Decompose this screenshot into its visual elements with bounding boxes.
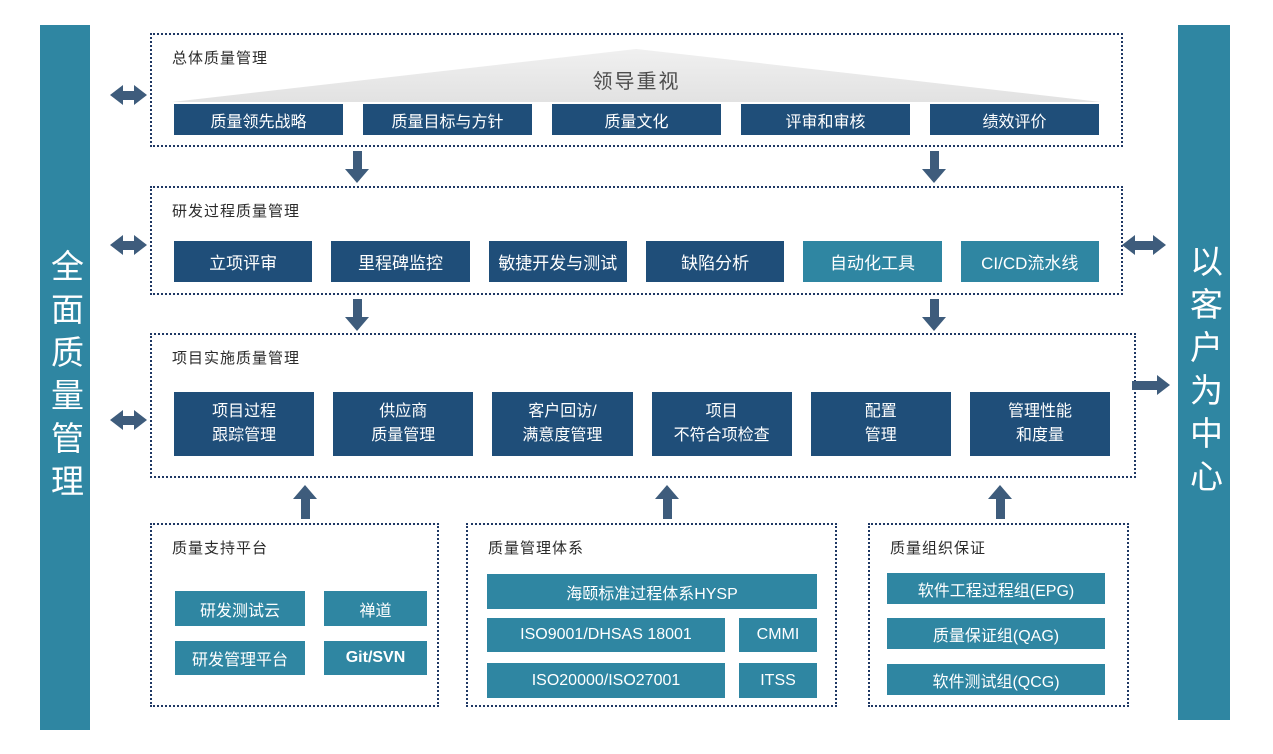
section-quality-org-guarantee: 质量组织保证 软件工程过程组(EPG) 质量保证组(QAG) 软件测试组(QCG… [868, 523, 1129, 707]
chip-line: 不符合项检查 [673, 427, 770, 444]
chip-cmmi: CMMI [739, 618, 817, 652]
chip-quality-goals: 质量目标与方针 [363, 104, 532, 135]
chip-line: 项目过程 [212, 403, 277, 420]
section-title: 质量组织保证 [890, 540, 987, 557]
chip-cicd-pipeline: CI/CD流水线 [960, 241, 1099, 282]
chip-supplier-quality: 供应商 质量管理 [333, 392, 474, 456]
section-title: 质量管理体系 [488, 540, 585, 557]
up-arrow-icon [655, 485, 679, 519]
chip-agile-dev-test: 敏捷开发与测试 [488, 241, 627, 282]
chip-rd-mgmt-platform: 研发管理平台 [175, 641, 305, 675]
section-title: 总体质量管理 [172, 50, 269, 67]
chip-project-approval-review: 立项评审 [174, 241, 313, 282]
chip-line: 客户回访/ [528, 403, 597, 420]
chip-automation-tools: 自动化工具 [803, 241, 942, 282]
chip-line: 供应商 [379, 403, 428, 420]
chip-performance-eval: 绩效评价 [930, 104, 1099, 135]
chip-line: 管理性能 [1007, 403, 1072, 420]
section-overall-quality: 总体质量管理 领导重视 质量领先战略 质量目标与方针 质量文化 评审和审核 绩效… [150, 33, 1123, 147]
left-banner-total-quality: 全面质量管理 [40, 25, 90, 730]
chip-line: 满意度管理 [522, 427, 603, 444]
down-arrow-icon [345, 151, 369, 183]
chip-rd-test-cloud: 研发测试云 [175, 591, 305, 626]
chip-iso20000: ISO20000/ISO27001 [487, 663, 725, 698]
chip-line: 配置 [864, 403, 897, 420]
chip-line: 和度量 [1015, 427, 1064, 444]
chip-line: 项目 [705, 403, 738, 420]
chip-zentao: 禅道 [324, 591, 427, 626]
overall-items-row: 质量领先战略 质量目标与方针 质量文化 评审和审核 绩效评价 [174, 104, 1099, 135]
bidirectional-arrow-icon [1122, 235, 1166, 255]
up-arrow-icon [293, 485, 317, 519]
chip-customer-return-visit: 客户回访/ 满意度管理 [492, 392, 633, 456]
chip-milestone-monitoring: 里程碑监控 [331, 241, 470, 282]
leadership-label: 领导重视 [592, 71, 681, 93]
chip-iso9001: ISO9001/DHSAS 18001 [487, 618, 725, 652]
up-arrow-icon [988, 485, 1012, 519]
chip-qag-group: 质量保证组(QAG) [887, 618, 1105, 649]
rd-items-row: 立项评审 里程碑监控 敏捷开发与测试 缺陷分析 自动化工具 CI/CD流水线 [174, 241, 1099, 282]
right-banner-label: 以客户为中心 [1185, 243, 1223, 502]
chip-defect-analysis: 缺陷分析 [645, 241, 785, 282]
down-arrow-icon [922, 151, 946, 183]
section-quality-mgmt-system: 质量管理体系 海颐标准过程体系HYSP ISO9001/DHSAS 18001 … [466, 523, 837, 707]
right-banner-customer-centric: 以客户为中心 [1178, 25, 1230, 720]
left-banner-label: 全面质量管理 [46, 248, 84, 507]
chip-epg-group: 软件工程过程组(EPG) [887, 573, 1105, 604]
bidirectional-arrow-icon [110, 85, 147, 105]
section-rd-process-quality: 研发过程质量管理 立项评审 里程碑监控 敏捷开发与测试 缺陷分析 自动化工具 C… [150, 186, 1123, 295]
down-arrow-icon [345, 299, 369, 331]
chip-git-svn: Git/SVN [324, 641, 427, 675]
chip-line: 质量管理 [371, 427, 436, 444]
bidirectional-arrow-icon [110, 410, 147, 430]
bidirectional-arrow-icon [110, 235, 147, 255]
chip-configuration-mgmt: 配置 管理 [810, 392, 951, 456]
section-project-impl-quality: 项目实施质量管理 项目过程 跟踪管理 供应商 质量管理 客户回访/ 满意度管理 … [150, 333, 1136, 478]
section-title: 质量支持平台 [172, 540, 269, 557]
chip-project-process-tracking: 项目过程 跟踪管理 [174, 392, 315, 456]
chip-review-audit: 评审和审核 [741, 104, 910, 135]
chip-quality-strategy: 质量领先战略 [174, 104, 343, 135]
chip-qcg-group: 软件测试组(QCG) [887, 664, 1105, 695]
chip-line: 跟踪管理 [212, 427, 277, 444]
chip-line: 管理 [864, 427, 897, 444]
chip-itss: ITSS [739, 663, 817, 698]
right-arrow-icon [1132, 375, 1170, 395]
section-quality-support-platform: 质量支持平台 研发测试云 禅道 研发管理平台 Git/SVN [150, 523, 439, 707]
section-title: 研发过程质量管理 [172, 203, 301, 220]
chip-performance-measurement: 管理性能 和度量 [969, 392, 1111, 456]
down-arrow-icon [922, 299, 946, 331]
project-items-row: 项目过程 跟踪管理 供应商 质量管理 客户回访/ 满意度管理 项目 不符合项检查… [174, 392, 1111, 456]
chip-quality-culture: 质量文化 [552, 104, 721, 135]
section-title: 项目实施质量管理 [172, 350, 301, 367]
chip-nonconformity-check: 项目 不符合项检查 [651, 392, 792, 456]
chip-hysp-standard-process: 海颐标准过程体系HYSP [487, 574, 817, 609]
